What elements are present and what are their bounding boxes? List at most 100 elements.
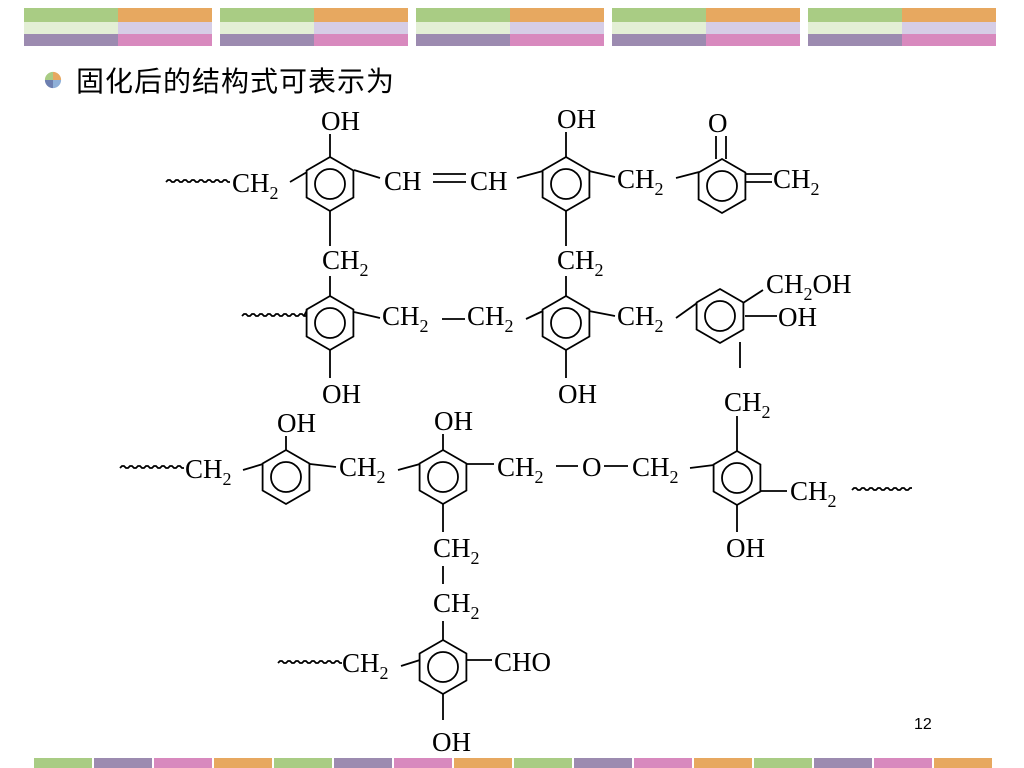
aromatic-circle — [427, 651, 459, 683]
footer-tile — [754, 758, 812, 768]
benzene-ring — [418, 448, 468, 506]
page-number: 12 — [914, 716, 932, 733]
benzene-ring — [541, 294, 591, 352]
aromatic-circle — [704, 300, 736, 332]
wavy-chain-bond — [165, 179, 230, 183]
ch2oh-label: CH2OH — [766, 269, 852, 304]
bond-lines — [119, 132, 912, 720]
header-tile — [416, 8, 604, 46]
wavy-chain-bond — [241, 313, 306, 317]
benzene-ring — [305, 294, 355, 352]
header-tile — [808, 8, 996, 46]
aromatic-circle — [721, 462, 753, 494]
hydroxyl-label: OH — [778, 302, 817, 332]
footer-tile — [874, 758, 932, 768]
ch2-label: CH2 — [617, 301, 664, 336]
benzene-ring — [305, 155, 355, 213]
wavy-chain-bond — [277, 660, 342, 664]
ch2-label: CH2 — [433, 533, 480, 568]
bond — [400, 659, 421, 667]
ch2-label: CH2 — [617, 164, 664, 199]
bond — [588, 170, 616, 178]
oxygen-label: O — [708, 108, 728, 138]
bond — [289, 171, 308, 183]
footer-tile — [274, 758, 332, 768]
ch2-label: CH2 — [232, 168, 279, 203]
bond — [397, 463, 421, 471]
slide-heading: 固化后的结构式可表示为 — [44, 60, 395, 100]
footer-tile — [814, 758, 872, 768]
ch2-label: CH2 — [632, 452, 679, 487]
hydroxyl-label: OH — [434, 406, 473, 436]
hydroxyl-label: OH — [277, 408, 316, 438]
quad-circle-bullet-icon — [44, 71, 62, 89]
benzene-ring — [261, 448, 311, 506]
ch2-label: CH2 — [339, 452, 386, 487]
ch2-label: CH2 — [467, 301, 514, 336]
aromatic-circle — [314, 307, 346, 339]
aromatic-circle — [427, 461, 459, 493]
footer-tile — [454, 758, 512, 768]
bond — [525, 310, 544, 320]
hydroxyl-label: OH — [557, 104, 596, 134]
footer-tile — [394, 758, 452, 768]
hydroxyl-label: OH — [432, 727, 471, 757]
aromatic-circle — [550, 307, 582, 339]
hydroxyl-label: OH — [322, 379, 361, 409]
bond — [353, 311, 381, 319]
ch2-label: CH2 — [773, 164, 820, 199]
bond — [303, 309, 308, 317]
hydroxyl-label: OH — [321, 106, 360, 136]
footer-tile — [634, 758, 692, 768]
footer-tile — [34, 758, 92, 768]
footer-decoration — [34, 758, 992, 768]
ch2-label: CH2 — [322, 245, 369, 280]
bond — [242, 463, 264, 471]
wavy-chain-bond — [119, 465, 184, 469]
ch2-label: CH2 — [790, 476, 837, 511]
bond — [742, 289, 764, 304]
benzene-ring — [541, 155, 591, 213]
footer-tile — [154, 758, 212, 768]
aromatic-circle — [706, 170, 738, 202]
footer-tile — [574, 758, 632, 768]
benzene-ring — [697, 157, 747, 215]
header-tile — [24, 8, 212, 46]
aldehyde-label: CHO — [494, 647, 551, 677]
footer-tile — [94, 758, 152, 768]
header-tile — [612, 8, 800, 46]
bond — [675, 171, 700, 179]
ch2-label: CH2 — [342, 648, 389, 683]
header-decoration — [24, 8, 996, 46]
bond — [309, 463, 337, 468]
bond — [689, 464, 715, 469]
wavy-chain-bond — [851, 487, 912, 491]
bond — [675, 302, 698, 319]
ch2-label: CH2 — [724, 387, 771, 422]
aromatic-circle — [270, 461, 302, 493]
slide-title: 固化后的结构式可表示为 — [76, 65, 396, 98]
aromatic-circle — [314, 168, 346, 200]
ch-label: CH — [470, 166, 508, 196]
benzene-ring — [695, 287, 745, 345]
ch2-label: CH2 — [557, 245, 604, 280]
benzene-ring — [712, 449, 762, 507]
footer-tile — [694, 758, 752, 768]
footer-tile — [214, 758, 272, 768]
ch-label: CH — [384, 166, 422, 196]
oxygen-label: O — [582, 452, 602, 482]
header-tile — [220, 8, 408, 46]
bond — [588, 310, 616, 317]
bond — [516, 170, 544, 179]
ch2-label: CH2 — [382, 301, 429, 336]
hydroxyl-label: OH — [558, 379, 597, 409]
aromatic-circle — [550, 168, 582, 200]
footer-tile — [334, 758, 392, 768]
hydroxyl-label: OH — [726, 533, 765, 563]
ch2-label: CH2 — [497, 452, 544, 487]
bond — [353, 169, 381, 179]
ch2-label: CH2 — [433, 588, 480, 623]
footer-tile — [514, 758, 572, 768]
